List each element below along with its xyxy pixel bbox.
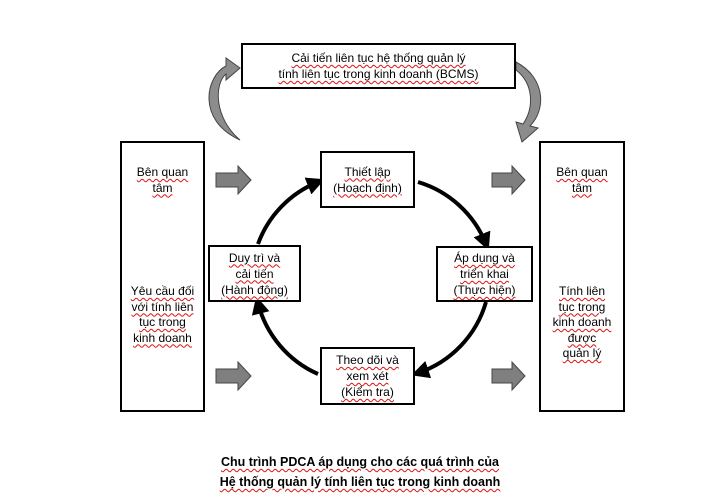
check-line-2: xem xét bbox=[346, 369, 389, 383]
left-panel-requirements: Yêu cầu đối với tính liên tục trong kinh… bbox=[122, 284, 203, 346]
right-panel-line: tục trong bbox=[558, 299, 606, 314]
curved-arrow-left bbox=[208, 57, 241, 141]
right-panel-line: được bbox=[567, 330, 597, 345]
left-panel-line: tục trong bbox=[139, 315, 186, 329]
left-panel-line: với tính liên bbox=[131, 299, 194, 314]
act-line-2: cải tiến bbox=[235, 266, 274, 281]
check-box: Theo dõi và xem xét (Kiểm tra) bbox=[320, 347, 415, 405]
curved-arrow-right bbox=[515, 61, 542, 143]
right-panel-header-line-1: Bên quan bbox=[556, 165, 608, 179]
improvement-line-2: tính liên tục trong kinh doanh (BCMS) bbox=[278, 67, 479, 81]
arc-check-to-act bbox=[251, 296, 319, 376]
left-panel-header-line-2: tâm bbox=[152, 180, 173, 195]
right-panel-header-line-2: tâm bbox=[571, 180, 592, 195]
do-line-3: (Thực hiện) bbox=[453, 283, 516, 297]
plan-box: Thiết lập (Hoạch định) bbox=[320, 151, 415, 208]
block-arrow-right-top bbox=[491, 164, 526, 196]
right-panel-outcome: Tính liên tục trong kinh doanh được quản… bbox=[541, 284, 623, 362]
improvement-line-1: Cải tiến liên tục hệ thống quản lý bbox=[291, 51, 466, 65]
do-line-2: triển khai bbox=[460, 267, 509, 281]
continual-improvement-box: Cải tiến liên tục hệ thống quản lý tính … bbox=[241, 43, 516, 89]
left-panel-line: kinh doanh bbox=[133, 330, 192, 345]
check-line-3: (Kiểm tra) bbox=[341, 385, 394, 399]
arc-plan-to-do bbox=[417, 180, 491, 251]
check-line-1: Theo dõi và bbox=[336, 353, 399, 367]
block-arrow-left-top bbox=[215, 164, 252, 196]
arc-do-to-check bbox=[411, 301, 488, 379]
caption-line-1: Chu trình PDCA áp dụng cho các quá trình… bbox=[220, 455, 500, 469]
caption-line-2: Hệ thống quản lý tính liên tục trong kin… bbox=[219, 475, 501, 489]
arc-act-to-plan bbox=[256, 177, 325, 245]
do-box: Áp dụng và triển khai (Thực hiện) bbox=[436, 246, 533, 302]
plan-line-1: Thiết lập bbox=[344, 164, 391, 179]
left-panel-header: Bên quan tâm bbox=[122, 165, 203, 196]
act-line-3: (Hành động) bbox=[221, 282, 288, 297]
left-panel-line: Yêu cầu đối bbox=[130, 284, 195, 298]
right-panel-line: kinh doanh bbox=[552, 315, 612, 329]
right-panel-line: Tính liên bbox=[558, 284, 606, 298]
do-line-1: Áp dụng và bbox=[454, 251, 515, 265]
block-arrow-right-bottom bbox=[491, 360, 526, 392]
act-box: Duy trì và cải tiến (Hành động) bbox=[208, 245, 301, 302]
block-arrow-left-bottom bbox=[215, 360, 252, 392]
plan-line-2: (Hoạch định) bbox=[333, 180, 402, 195]
interested-parties-requirements-panel: Bên quan tâm Yêu cầu đối với tính liên t… bbox=[120, 141, 205, 412]
figure-caption: Chu trình PDCA áp dụng cho các quá trình… bbox=[0, 452, 720, 492]
interested-parties-managed-panel: Bên quan tâm Tính liên tục trong kinh do… bbox=[539, 141, 625, 412]
right-panel-header: Bên quan tâm bbox=[541, 165, 623, 196]
act-line-1: Duy trì và bbox=[228, 250, 281, 265]
right-panel-line: quản lý bbox=[562, 346, 602, 360]
left-panel-header-line-1: Bên quan bbox=[136, 165, 189, 179]
